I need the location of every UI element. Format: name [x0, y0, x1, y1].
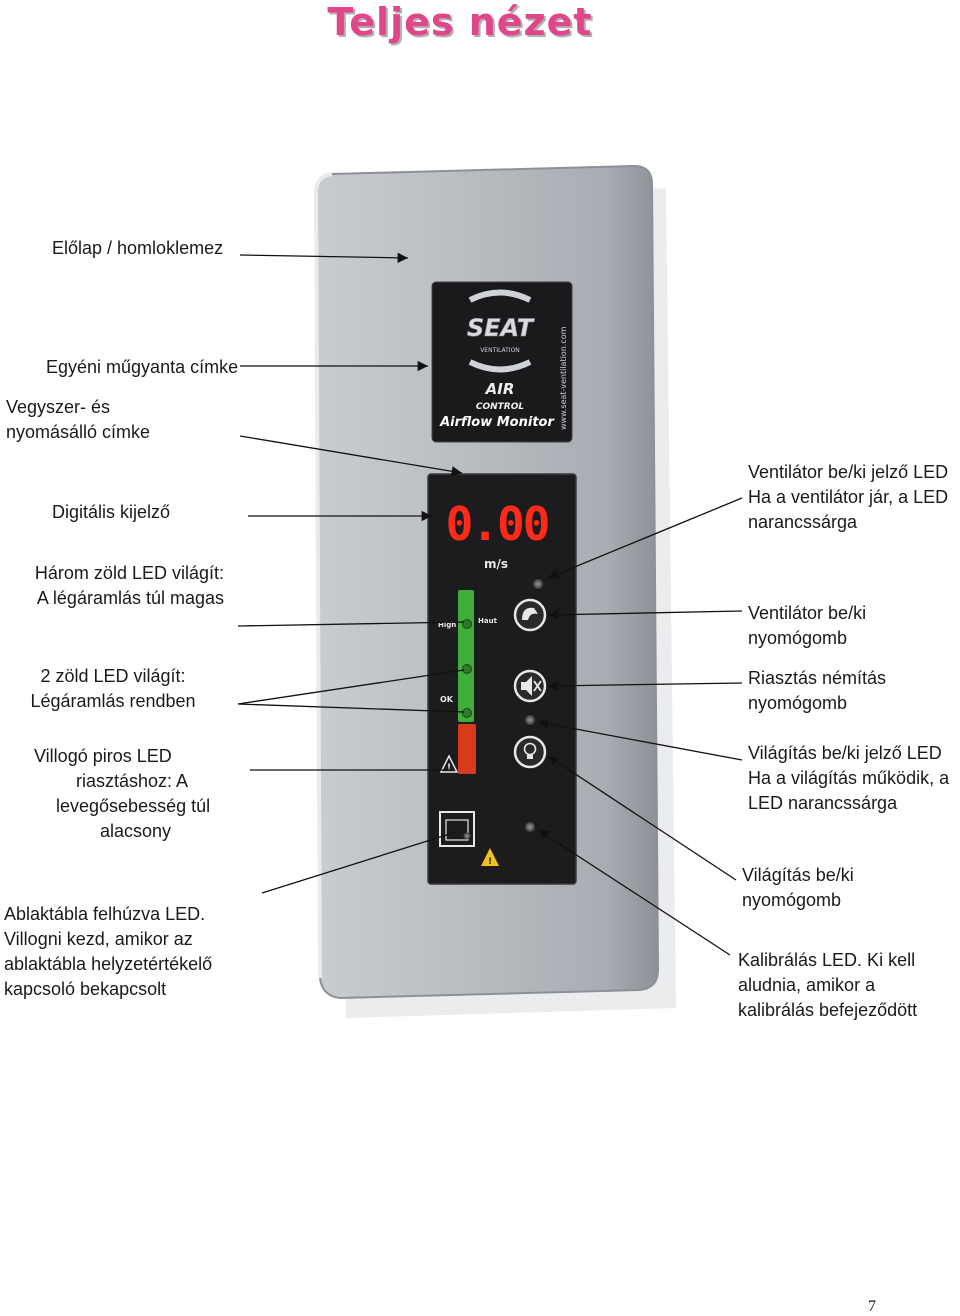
label-digital-display: Digitális kijelző	[52, 502, 171, 522]
label-front-panel: Előlap / homloklemez	[52, 238, 224, 258]
label-three-green: Három zöld LED világít: A légáramlás túl…	[34, 563, 224, 608]
label-window-led: Ablaktábla felhúzva LED. Villogni kezd, …	[4, 904, 213, 999]
arrow-fan-indicator	[547, 497, 743, 579]
label-resin: Egyéni műgyanta címke	[46, 357, 239, 377]
scale-ok-label: OK	[440, 695, 454, 704]
arrow-window-led	[261, 831, 457, 894]
page-title: Teljes nézet	[327, 0, 593, 44]
scale-haut-label: Haut	[478, 617, 498, 625]
digital-display: 0.00	[446, 497, 549, 551]
page-number: 7	[868, 1298, 876, 1315]
label-fan-button: Ventilátor be/ki nyomógomb	[748, 603, 867, 648]
logo-arrow-icon	[468, 359, 532, 373]
calibration-warning-mark: !	[488, 857, 492, 867]
logo-sub: VENTILATION	[480, 347, 520, 354]
lightbulb-base	[527, 755, 533, 759]
arrow-fan-button	[547, 609, 743, 620]
speaker-mute-cross	[533, 680, 542, 692]
window-led	[463, 832, 471, 840]
arrow-light-button	[547, 755, 737, 881]
scale-high-label: High	[438, 621, 456, 629]
green-led	[462, 619, 472, 629]
arrow-alarm-mute	[547, 680, 743, 692]
label-light-indicator: Világítás be/ki jelző LED Ha a világítás…	[748, 743, 950, 813]
green-led-bar	[458, 590, 474, 722]
annotation-arrows	[237, 252, 743, 956]
warning-icon-mark: !	[447, 763, 451, 773]
window-sash-icon	[439, 811, 475, 847]
air-text: AIR	[485, 380, 515, 398]
speaker-mute-icon	[521, 676, 532, 696]
label-light-button: Világítás be/ki nyomógomb	[742, 865, 854, 910]
unit-label: m/s	[484, 557, 508, 571]
logo-arrow-icon	[468, 289, 532, 303]
fan-indicator-led	[533, 579, 543, 589]
control-screen	[427, 473, 577, 885]
window-sash-inner	[445, 819, 469, 841]
label-chemical: Vegyszer- és nyomásálló címke	[6, 397, 151, 442]
warning-icon	[439, 754, 459, 773]
arrow-two-green-1	[237, 669, 465, 705]
arrow-chemical-label	[239, 435, 463, 477]
resin-label	[431, 281, 573, 443]
label-red-led: Villogó piros LED riasztáshoz: A levegős…	[34, 746, 211, 841]
product-name: Airflow Monitor	[439, 415, 555, 430]
red-alarm-bar	[458, 724, 476, 774]
green-led	[462, 708, 472, 718]
label-alarm-mute: Riasztás némítás nyomógomb	[748, 668, 887, 713]
fan-icon	[522, 607, 538, 620]
lightbulb-icon	[523, 742, 537, 756]
arrow-three-green	[237, 621, 465, 627]
website-text: www.seat-ventilation.com	[559, 326, 568, 430]
arrow-two-green-2	[237, 703, 465, 713]
arrow-front-panel	[239, 252, 409, 264]
alarm-indicator-led	[525, 715, 535, 725]
logo-text: SEAT	[467, 314, 535, 342]
calibration-led	[525, 822, 535, 832]
label-fan-indicator: Ventilátor be/ki jelző LED Ha a ventilát…	[748, 462, 949, 532]
green-led	[462, 664, 472, 674]
control-text: CONTROL	[476, 402, 525, 412]
arrow-light-indicator	[537, 718, 743, 761]
label-calibration: Kalibrálás LED. Ki kell aludnia, amikor …	[738, 950, 918, 1020]
light-button[interactable]	[513, 735, 547, 769]
label-two-green: 2 zöld LED világít: Légáramlás rendben	[30, 666, 196, 711]
arrow-calibration	[537, 829, 731, 956]
calibration-warning-icon	[481, 848, 499, 866]
panel-bevel	[313, 172, 333, 979]
